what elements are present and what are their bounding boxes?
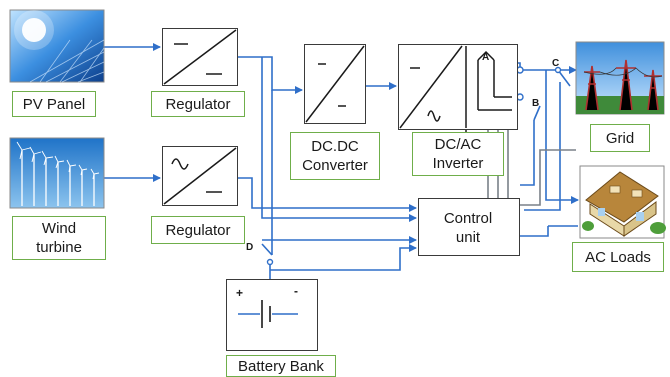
control-unit-label: Control unit	[420, 206, 516, 250]
regulator-top-box	[162, 28, 238, 86]
battery-box	[226, 279, 318, 351]
wire-switch-b-down	[520, 120, 535, 186]
grid-label: Grid	[590, 124, 650, 152]
battery-plus-label: +	[236, 286, 244, 300]
pv-panel-picture	[9, 9, 105, 83]
dcdc-converter-box	[304, 44, 366, 124]
wind-turbine-picture	[9, 137, 105, 209]
switch-d-label: D	[246, 242, 254, 253]
wire-regulator-top-bus	[236, 56, 303, 94]
switch-contacts	[266, 66, 562, 266]
ac-loads-label: AC Loads	[572, 242, 664, 272]
switch-c-contact	[554, 66, 562, 74]
regulator-bottom-box	[162, 146, 238, 206]
switch-c-blade	[557, 69, 571, 87]
switch-b-blade	[533, 105, 541, 121]
grid-picture	[575, 41, 665, 115]
dcac-inverter-label: DC/AC Inverter	[412, 132, 504, 176]
sun-icon	[22, 18, 46, 42]
switch-d-blade	[261, 243, 273, 256]
house-picture	[579, 165, 666, 239]
pv-panel-label: PV Panel	[12, 91, 96, 117]
inverter-box	[398, 44, 518, 130]
switch-a-label: A	[482, 52, 490, 63]
wire-loads-control-b	[520, 226, 549, 237]
wire-battery-control-b	[270, 244, 417, 271]
battery-minus-label: -	[294, 284, 298, 298]
control-wire-grid	[520, 149, 576, 206]
battery-bank-label: Battery Bank	[226, 355, 336, 377]
switch-b-label: B	[532, 98, 540, 109]
wire-to-loads	[545, 70, 579, 204]
dcdc-converter-label: DC.DC Converter	[290, 132, 380, 180]
switch-c-label: C	[552, 58, 560, 69]
regulator-bottom-label: Regulator	[151, 216, 245, 244]
wire-regulator-bottom-bus	[236, 177, 417, 212]
wire-switch-c-down	[524, 82, 561, 211]
switch-d-contact	[266, 258, 274, 266]
wire-bus-vertical-a	[261, 57, 417, 222]
wind-turbine-label: Wind turbine	[12, 216, 106, 260]
regulator-top-label: Regulator	[151, 91, 245, 117]
